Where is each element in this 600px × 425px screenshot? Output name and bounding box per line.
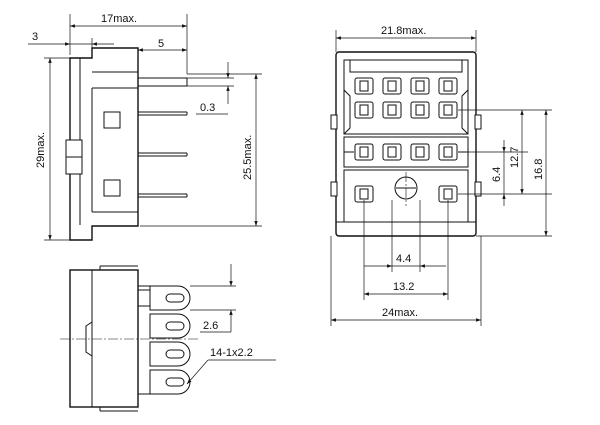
slot-row bbox=[138, 285, 191, 395]
dim-side-width: 17max. bbox=[101, 13, 137, 25]
dim-pin-thickness: 0.3 bbox=[200, 102, 215, 114]
dim-row-16-8: 16.8 bbox=[533, 159, 545, 180]
dim-pin-height: 25.5max. bbox=[242, 135, 254, 180]
dim-pin-span: 5 bbox=[158, 38, 164, 50]
dim-row-12-7: 12.7 bbox=[509, 147, 521, 168]
dim-side-height: 29max. bbox=[35, 132, 47, 168]
dim-pitch-large: 13.2 bbox=[393, 281, 414, 293]
dim-side-offset: 3 bbox=[32, 31, 38, 43]
dim-front-width: 21.8max. bbox=[381, 25, 426, 37]
dim-bottom-width: 24max. bbox=[382, 307, 418, 319]
dim-slot-pitch: 2.6 bbox=[203, 320, 218, 332]
dim-slot-spec: 14-1x2.2 bbox=[210, 347, 253, 359]
terminal-grid bbox=[354, 77, 458, 203]
dim-row-6-4: 6.4 bbox=[491, 167, 503, 182]
side-view: 17max. 3 5 0.3 29max. 25.5max. bbox=[28, 13, 262, 241]
bottom-view: 2.6 14-1x2.2 bbox=[60, 264, 276, 412]
dim-pitch-small: 4.4 bbox=[396, 253, 411, 265]
front-view: 21.8max. 4.4 13.2 24max. 6.4 12.7 bbox=[330, 25, 552, 326]
